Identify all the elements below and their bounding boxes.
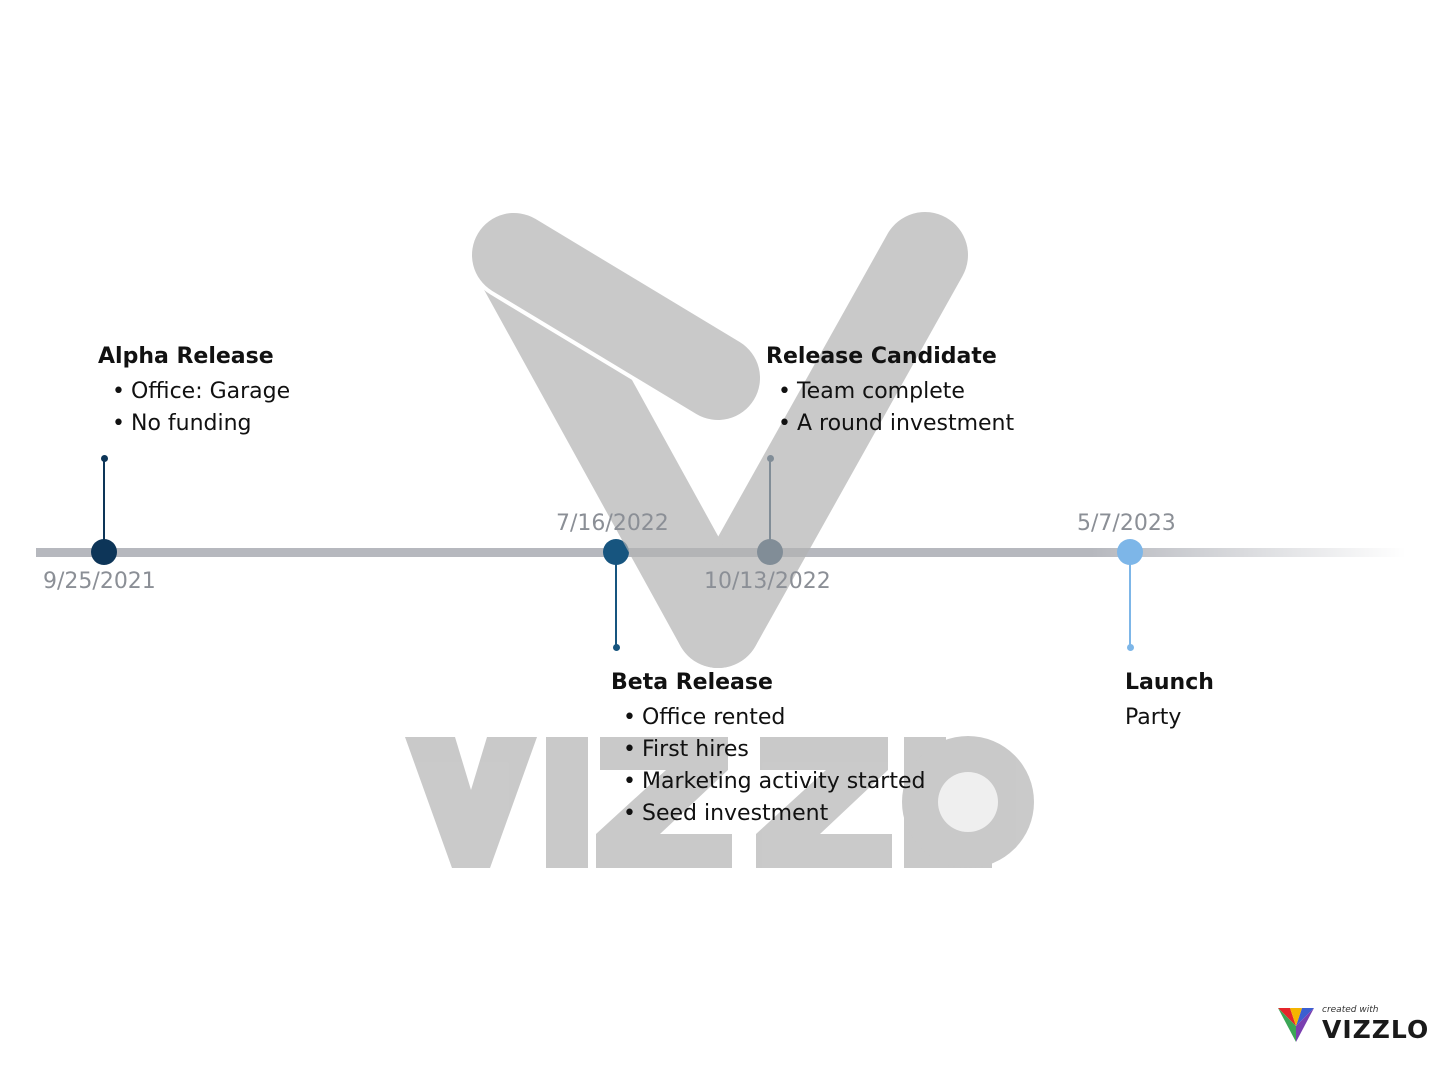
- milestone-marker[interactable]: [603, 539, 629, 565]
- brand-tagline: created with: [1322, 1005, 1379, 1015]
- milestone-item: Marketing activity started: [623, 766, 925, 798]
- milestone-date: 10/13/2022: [704, 569, 831, 594]
- milestone-title: Launch: [1125, 670, 1214, 695]
- milestone-item: Office: Garage: [112, 376, 290, 408]
- milestone-text: Party: [1125, 705, 1182, 730]
- vizzlo-brand-icon: [1278, 1008, 1314, 1042]
- stem-dot: [1127, 644, 1134, 651]
- milestone-marker[interactable]: [1117, 539, 1143, 565]
- milestone-items: Team complete A round investment: [778, 376, 1014, 440]
- milestone-item: First hires: [623, 734, 925, 766]
- brand-name: VIZZLO: [1322, 1015, 1430, 1044]
- stem-line: [769, 458, 771, 546]
- vizzlo-brand[interactable]: created with VIZZLO: [1276, 1003, 1428, 1045]
- stem-line: [1129, 563, 1131, 647]
- milestone-title: Alpha Release: [98, 344, 274, 369]
- milestone-item: Office rented: [623, 702, 925, 734]
- milestone-item: Team complete: [778, 376, 1014, 408]
- stem-dot: [613, 644, 620, 651]
- milestone-date: 7/16/2022: [556, 511, 669, 536]
- stem-line: [103, 458, 105, 546]
- milestone-marker[interactable]: [91, 539, 117, 565]
- milestone-items: Office rented First hires Marketing acti…: [623, 702, 925, 830]
- milestone-items: Office: Garage No funding: [112, 376, 290, 440]
- stem-line: [615, 563, 617, 647]
- milestone-title: Release Candidate: [766, 344, 997, 369]
- milestone-item: A round investment: [778, 408, 1014, 440]
- milestone-date: 5/7/2023: [1077, 511, 1176, 536]
- milestone-item: Seed investment: [623, 798, 925, 830]
- timeline-bar: [36, 548, 1406, 557]
- milestone-date: 9/25/2021: [43, 569, 156, 594]
- milestone-title: Beta Release: [611, 670, 773, 695]
- milestone-marker[interactable]: [757, 539, 783, 565]
- milestone-item: No funding: [112, 408, 290, 440]
